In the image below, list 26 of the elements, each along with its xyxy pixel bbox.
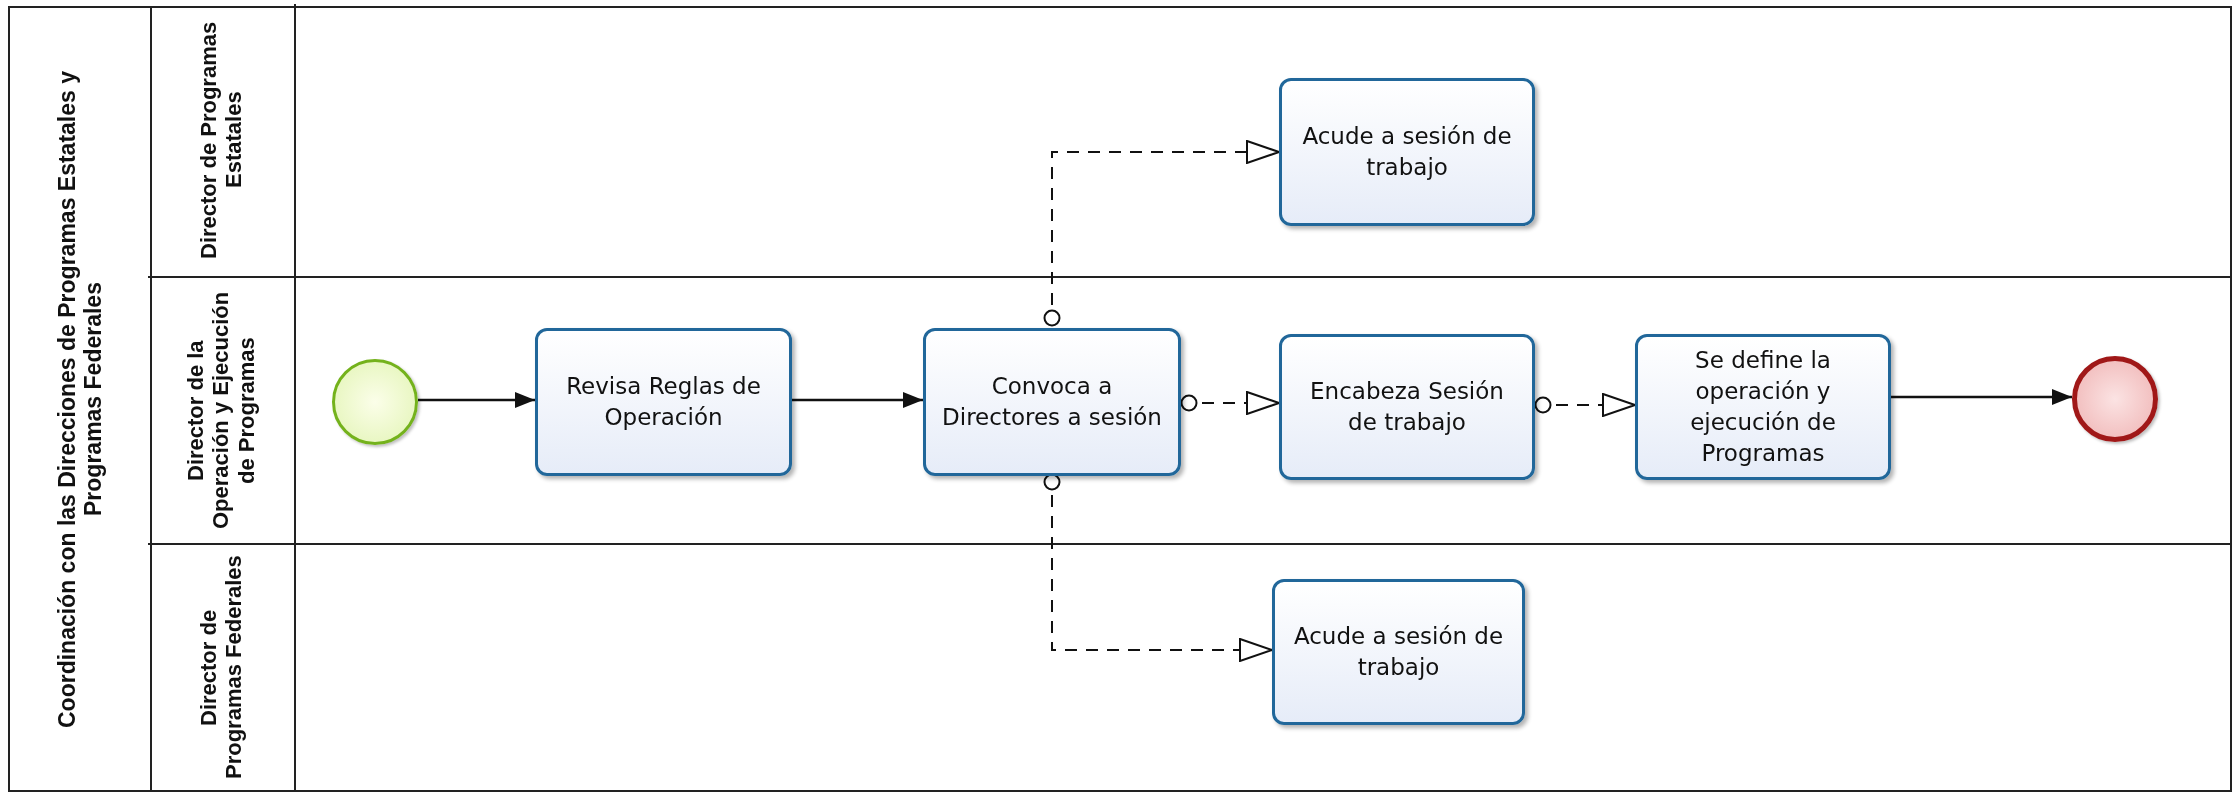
task-box	[1272, 579, 1525, 725]
message-flow-arrow	[1180, 391, 1280, 415]
message-flow-arrow	[1043, 473, 1273, 662]
task-box	[923, 328, 1181, 476]
lane-label: Director de Programas Estatales	[195, 20, 247, 261]
swimlane	[148, 276, 2230, 543]
lane-label: Director de Programas Federales	[195, 554, 247, 781]
pool-title: Coordinación con las Direcciones de Programas Estatales y Programas Federales	[53, 69, 107, 730]
sequence-flow-arrow	[792, 392, 923, 408]
pool	[8, 6, 2232, 792]
lane-label: Director de la Operación y Ejecución de Programas	[183, 290, 259, 532]
message-flow-arrow	[1534, 393, 1636, 417]
sequence-flow-arrow	[1891, 389, 2072, 405]
task-label: Encabeza Sesión de trabajo	[1309, 376, 1505, 437]
swimlane	[148, 543, 2230, 790]
task-box	[1279, 78, 1535, 226]
task-box	[1279, 334, 1535, 480]
task-box	[1635, 334, 1891, 480]
task-label: Se define la operación y ejecución de Programas	[1689, 345, 1837, 469]
task-label: Revisa Reglas de Operación	[565, 371, 762, 432]
message-flow-arrow	[1043, 140, 1280, 327]
task-label: Acude a sesión de trabajo	[1292, 621, 1505, 682]
task-box	[535, 328, 792, 476]
task-label: Acude a sesión de trabajo	[1301, 121, 1513, 182]
task-label: Convoca a Directores a sesión	[941, 371, 1163, 432]
sequence-flow-arrow	[418, 392, 535, 408]
